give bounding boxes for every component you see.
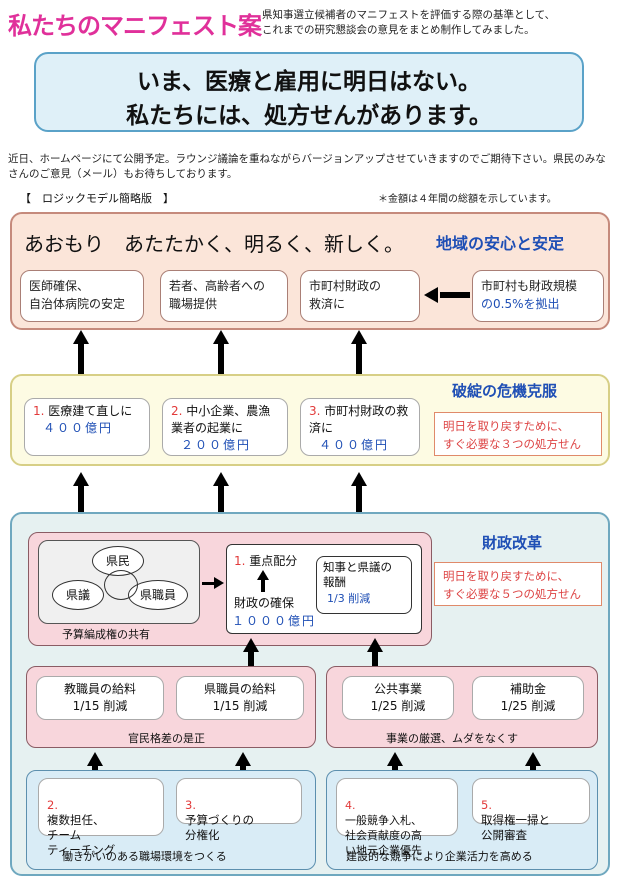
arrow-head-5 <box>213 472 229 486</box>
crisis-item-label: 市町村財政の救 済に <box>309 404 409 435</box>
arrow-head-1 <box>73 330 89 344</box>
arrow-head-9 <box>87 752 103 766</box>
headline-line-1: いま、医療と雇用に明日はない。 <box>136 69 482 95</box>
arrow-head-2 <box>213 330 229 344</box>
notice-text: 近日、ホームページにて公開予定。ラウンジ議論を重ねながらバージョンアップさせてい… <box>8 153 606 180</box>
finance-title: 財政改革 <box>482 534 543 552</box>
arrow-head-8 <box>367 638 383 652</box>
budget-share-label: 予算編成権の共有 <box>62 628 150 641</box>
funding-line-2: の0.5%を拠出 <box>481 297 560 311</box>
funding-arrow-shaft <box>440 292 470 298</box>
priority-title: 1. 重点配分 <box>234 552 297 569</box>
vision-subtitle: 地域の安心と安定 <box>436 234 565 253</box>
priority-number: 1. <box>234 554 246 568</box>
finance-note: 明日を取り戻すために、 すぐ必要な５つの処方せん <box>434 562 602 606</box>
priority-label: 重点配分 <box>249 554 298 568</box>
crisis-item-municipal: 3. 市町村財政の救 済に ４００億円 <box>300 398 420 456</box>
outcome-box-doctors: 医師確保、 自治体病院の安定 <box>20 270 144 322</box>
salary-group-caption: 官民格差の是正 <box>128 732 205 745</box>
crisis-item-medical: 1. 医療建て直しに ４００億円 <box>24 398 150 456</box>
crisis-item-number: 1. <box>33 404 45 418</box>
priority-secure: 財政の確保 <box>234 596 295 610</box>
arrow-head-6 <box>351 472 367 486</box>
staff-salary-box: 県職員の給料 1/15 削減 <box>176 676 304 720</box>
group-item-label: 県職員の給料 <box>203 682 276 696</box>
group-item-amount: 1/15 削減 <box>212 699 268 713</box>
open-bidding-box: 4. 一般競争入札、 社会貢献度の高 い地元企業優先 <box>336 778 458 857</box>
budget-decentralize-box: 3. 予算づくりの 分権化 <box>176 778 302 842</box>
item-number: 5. <box>481 798 492 812</box>
group-item-label: 教職員の給料 <box>63 682 136 696</box>
crisis-item-amount: ４００億円 <box>43 421 114 435</box>
item-label: 複数担任、 チーム ティーチング <box>47 813 116 857</box>
funding-line-1: 市町村も財政規模 <box>481 279 578 293</box>
crisis-item-amount: ４００億円 <box>319 438 390 452</box>
crisis-item-number: 2. <box>171 404 183 418</box>
vision-title: あおもり あたたかく、明るく、新しく。 <box>24 232 404 256</box>
group-item-amount: 1/25 削減 <box>500 699 556 713</box>
crisis-item-number: 3. <box>309 404 321 418</box>
arrow-head-12 <box>525 752 541 766</box>
salary-cut-box: 知事と県議の 報酬 1/3 削減 <box>316 556 412 614</box>
item-label: 取得権一掃と 公開審査 <box>481 813 550 842</box>
salary-cut-label: 知事と県議の 報酬 <box>323 560 392 589</box>
funding-box: 市町村も財政規模 の0.5%を拠出 <box>472 270 604 322</box>
outcome-box-municipal: 市町村財政の 救済に <box>300 270 420 322</box>
arrow-shaft-8 <box>372 650 378 668</box>
arrow-shaft-2 <box>218 340 224 398</box>
headline-banner: いま、医療と雇用に明日はない。 私たちには、処方せんがあります。 <box>34 52 584 132</box>
priority-arrow-head <box>257 570 269 580</box>
share-arrow-shaft <box>202 582 216 585</box>
item-number: 3. <box>185 798 196 812</box>
arrow-shaft-7 <box>248 650 254 668</box>
arrow-head-3 <box>351 330 367 344</box>
arrow-shaft-1 <box>78 340 84 398</box>
outcome-box-jobs: 若者、高齢者への 職場提供 <box>160 270 288 322</box>
competition-caption: 建設的な競争により企業活力を高める <box>346 850 533 863</box>
arrow-head-4 <box>73 472 89 486</box>
crisis-item-amount: ２００億円 <box>181 438 252 452</box>
crisis-item-label: 中小企業、農漁 業者の起業に <box>171 404 271 435</box>
share-arrow-head <box>214 577 224 589</box>
item-number: 4. <box>345 799 356 812</box>
page-title: 私たちのマニフェスト案 <box>8 12 262 40</box>
arrow-shaft-3 <box>356 340 362 398</box>
amount-note: ＊金額は４年間の総額を示しています。 <box>378 194 557 205</box>
item-number: 2. <box>47 798 58 812</box>
group-item-amount: 1/15 削減 <box>72 699 128 713</box>
item-label: 一般競争入札、 社会貢献度の高 い地元企業優先 <box>345 814 422 857</box>
salary-cut-amount: 1/3 削減 <box>327 592 371 605</box>
logic-model-label: 【 ロジックモデル簡略版 】 <box>20 192 174 205</box>
public-review-box: 5. 取得権一掃と 公開審査 <box>472 778 590 842</box>
group-item-label: 公共事業 <box>373 682 422 696</box>
priority-amount: １０００億円 <box>232 614 317 628</box>
crisis-item-business: 2. 中小企業、農漁 業者の起業に ２００億円 <box>162 398 288 456</box>
crisis-item-label: 医療建て直しに <box>48 404 133 418</box>
intro-text: 県知事選立候補者のマニフェストを評価する際の基準として、 これまでの研究懇談会の… <box>262 9 556 36</box>
circle-staff: 県職員 <box>128 580 188 610</box>
priority-arrow-shaft <box>261 580 265 592</box>
arrow-head-7 <box>243 638 259 652</box>
arrow-head-11 <box>387 752 403 766</box>
headline-line-2: 私たちには、処方せんがあります。 <box>126 103 492 129</box>
funding-arrow-head <box>424 287 438 303</box>
workplace-caption: 働きがいのある職場環境をつくる <box>62 850 227 863</box>
crisis-note: 明日を取り戻すために、 すぐ必要な３つの処方せん <box>434 412 602 456</box>
subsidy-box: 補助金 1/25 削減 <box>472 676 584 720</box>
item-label: 予算づくりの 分権化 <box>185 813 254 842</box>
venn-overlap <box>104 570 138 600</box>
public-works-box: 公共事業 1/25 削減 <box>342 676 454 720</box>
crisis-title: 破綻の危機克服 <box>452 382 558 400</box>
arrow-head-10 <box>235 752 251 766</box>
circle-assembly: 県議 <box>52 580 104 610</box>
projects-group-caption: 事業の厳選、ムダをなくす <box>386 732 518 745</box>
team-teaching-box: 2. 複数担任、 チーム ティーチング <box>38 778 164 857</box>
group-item-label: 補助金 <box>509 682 546 696</box>
teacher-salary-box: 教職員の給料 1/15 削減 <box>36 676 164 720</box>
group-item-amount: 1/25 削減 <box>370 699 426 713</box>
